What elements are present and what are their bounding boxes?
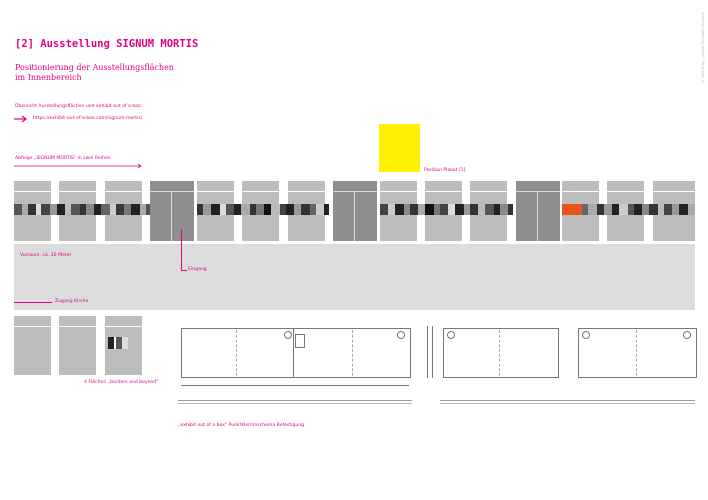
bottom-panel-2 <box>59 316 96 375</box>
mounting-rail <box>440 403 695 404</box>
subtitle-line-1: Positionierung der Ausstellungsflächen <box>15 63 174 72</box>
mounting-rail <box>178 400 412 401</box>
diagram-axis <box>236 330 237 376</box>
sequence-label: Abfolge „SIGNUM MORTIS" in zwei Reihen <box>15 156 111 161</box>
mounting-rail <box>440 400 695 401</box>
panel-dark-3 <box>516 181 560 241</box>
poster-position <box>379 124 420 172</box>
detail-box <box>295 334 305 348</box>
diagram-frame <box>443 328 559 378</box>
diagram-axis <box>499 330 500 376</box>
diagram-axis <box>636 330 637 376</box>
diagram-baseline <box>181 385 409 386</box>
page-subtitle: Positionierung der Ausstellungsflächen i… <box>15 63 174 83</box>
copyright-credit: © Wolf Burg | Layout Christoph Schmidt <box>701 12 705 83</box>
photo-strip <box>14 204 150 215</box>
zugang-marker <box>14 302 52 303</box>
arrow-right-icon <box>14 115 27 123</box>
panel-dark-2 <box>333 181 377 241</box>
photo-strip <box>380 204 516 215</box>
diagram-axis <box>352 330 353 376</box>
divider <box>171 192 172 241</box>
photo-strip <box>562 204 695 215</box>
overview-label: Übersicht Ausstellungsflächen und exhibi… <box>15 104 143 109</box>
sequence-arrow-icon <box>14 163 142 169</box>
page-title: [2] Ausstellung SIGNUM MORTIS <box>15 38 199 50</box>
clamp-bar <box>432 326 433 378</box>
divider <box>537 192 538 241</box>
subtitle-line-2: im Innenbereich <box>15 73 82 82</box>
clamp-icon <box>397 331 405 339</box>
panel-photo <box>108 337 128 349</box>
photo-strip <box>197 204 333 215</box>
clamp-bar <box>427 326 428 378</box>
bottom-caption: „exhibit out of a box" Punktklemmschema … <box>178 423 305 428</box>
exhibit-link[interactable]: https://exhibit-out-of-a-box.com/signum-… <box>33 116 143 121</box>
bottom-panel-1 <box>14 316 51 375</box>
diagram-divider <box>293 328 294 378</box>
panel-dark-1 <box>150 181 194 241</box>
zugang-label: Zugang Kirche <box>55 299 89 304</box>
eingang-marker <box>181 229 182 271</box>
clamp-icon <box>447 331 455 339</box>
clamp-icon <box>284 331 292 339</box>
eingang-label: Eingang <box>188 267 207 272</box>
diagram-frame <box>578 328 697 378</box>
eingang-marker-tick <box>181 270 187 271</box>
poster-label: Position Plakat [1] <box>424 168 466 173</box>
vorraum-area <box>14 244 695 310</box>
flaechen-label: 4 Flächen „borders and beyond" <box>84 380 159 385</box>
clamp-icon <box>683 331 691 339</box>
vorraum-label: Vorraum, ca. 30 Meter <box>20 253 72 258</box>
clamp-icon <box>582 331 590 339</box>
mounting-rail <box>178 403 412 404</box>
divider <box>354 192 355 241</box>
